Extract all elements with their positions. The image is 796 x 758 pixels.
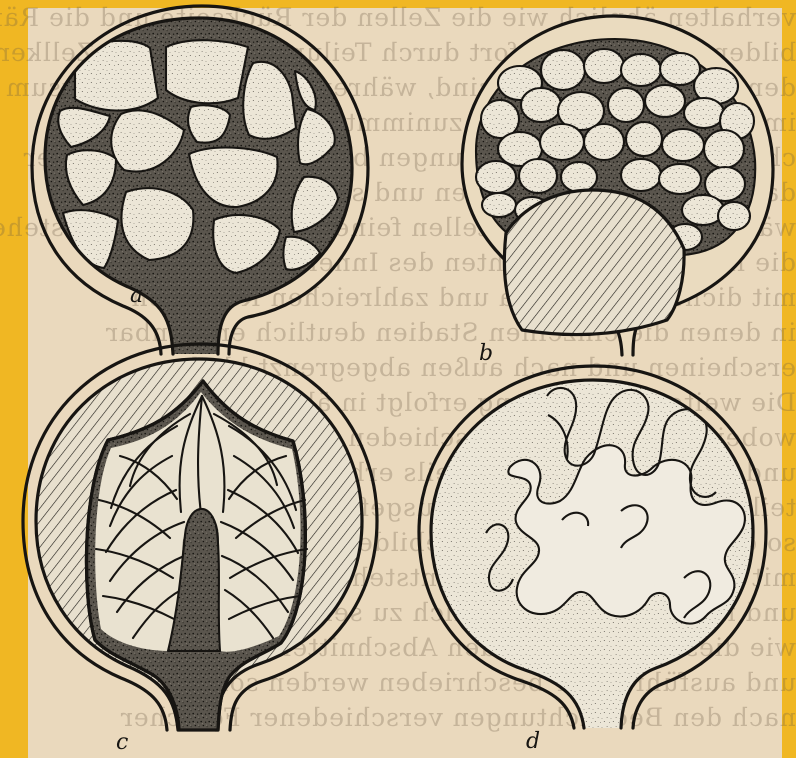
panel-c-illustration: c — [23, 344, 377, 755]
panel-c-label: c — [116, 730, 128, 755]
panel-a-label: a — [130, 283, 143, 308]
panel-a-illustration: a — [32, 6, 368, 354]
panel-d-illustration: d — [419, 366, 766, 754]
panel-b-label: b — [479, 341, 493, 366]
panel-b-illustration: b — [462, 16, 773, 366]
panel-d-label: d — [526, 729, 540, 754]
